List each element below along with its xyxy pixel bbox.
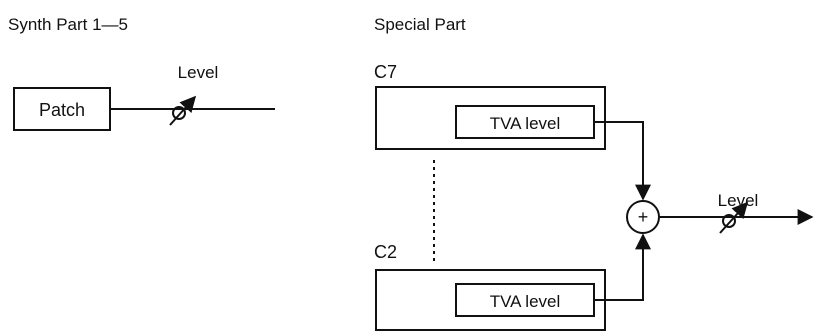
synth-level-label: Level xyxy=(178,63,219,82)
c2-tva-label: TVA level xyxy=(490,292,561,311)
c7-tva-label: TVA level xyxy=(490,114,561,133)
c2-to-mixer-line xyxy=(594,233,651,301)
c7-to-mixer-line xyxy=(594,121,651,201)
special-part-title: Special Part xyxy=(374,15,466,34)
c7-block xyxy=(375,86,606,150)
c7-label: C7 xyxy=(374,62,397,82)
special-level-knob-icon xyxy=(719,201,749,234)
c2-label: C2 xyxy=(374,242,397,262)
special-level-label: Level xyxy=(718,191,759,210)
synth-part-title: Synth Part 1—5 xyxy=(8,15,128,34)
synth-level-knob-icon xyxy=(169,95,197,126)
mixer-plus-symbol: + xyxy=(638,207,649,227)
patch-label: Patch xyxy=(39,100,85,120)
